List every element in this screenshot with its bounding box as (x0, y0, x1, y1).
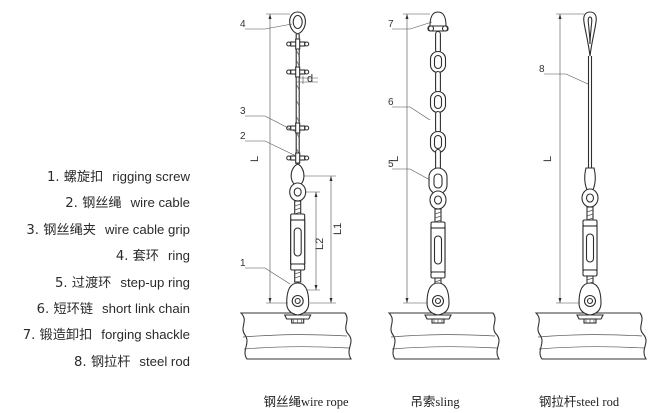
legend-zh: 过渡环 (71, 275, 112, 291)
legend-num: 2. (65, 196, 78, 212)
legend-zh: 螺旋扣 (63, 170, 104, 185)
callout-3: 3 (240, 106, 246, 117)
legend-en: wire cable (130, 195, 190, 211)
legend-item-steel-rod: 8. 钢拉杆 steel rod (0, 349, 190, 375)
legend-item-rigging-screw: 1. 螺旋扣 rigging screw (0, 164, 190, 190)
legend-num: 8. (74, 354, 87, 370)
legend-item-wire-cable: 2. 钢丝绳 wire cable (0, 190, 190, 216)
legend-num: 7. (22, 328, 36, 344)
legend-en: steel rod (139, 353, 190, 369)
figure-wire-rope: d L L1 L2 4 3 2 1 钢丝绳wire rope (240, 11, 352, 409)
bottom-shackle (424, 282, 452, 324)
dim-L: L (249, 156, 261, 162)
legend-num: 4. (115, 249, 129, 265)
legend-en: ring (168, 248, 190, 264)
rigging-screw (289, 182, 307, 283)
callout-8: 8 (539, 64, 545, 75)
legend-en: short link chain (102, 300, 190, 316)
figure-steel-rod: L 8 钢拉杆steel rod (535, 11, 647, 409)
legend: 1. 螺旋扣 rigging screw 2. 钢丝绳 wire cable 3. … (0, 164, 190, 375)
legend-en: step-up ring (120, 274, 190, 290)
legend-en: rigging screw (112, 169, 190, 184)
legend-en: wire cable grip (104, 221, 190, 237)
cable-grip (286, 152, 310, 164)
legend-item-wire-cable-grip: 3. 钢丝绳夹 wire cable grip (0, 217, 190, 243)
chain-link (429, 90, 447, 114)
legend-num: 6. (36, 301, 50, 317)
dim-L2: L2 (314, 238, 326, 250)
legend-zh: 钢拉杆 (90, 354, 131, 370)
legend-item-step-up-ring: 5. 过渡环 step-up ring (0, 270, 190, 296)
chain-link (435, 148, 441, 172)
legend-item-forging-shackle: 7. 锻造卸扣 forging shackle (0, 322, 190, 348)
caption-wire-rope: 钢丝绳wire rope (263, 395, 348, 409)
steel-rod-eye (583, 11, 597, 57)
chain-link (435, 30, 441, 54)
dim-L1: L1 (332, 223, 344, 235)
dim-L: L (389, 156, 401, 162)
legend-en: forging shackle (101, 327, 190, 343)
legend-num: 5. (55, 275, 68, 291)
caption-sling: 吊索sling (410, 395, 460, 409)
cable-grip (286, 122, 310, 134)
bottom-shackle (576, 282, 604, 324)
figure-sling: L 7 6 5 吊索sling (388, 11, 500, 409)
dim-L: L (542, 156, 554, 162)
legend-zh: 锻造卸扣 (39, 328, 93, 344)
legend-item-short-link-chain: 6. 短环链 short link chain (0, 296, 190, 322)
callout-6: 6 (388, 97, 394, 108)
dim-d: d (307, 73, 313, 85)
legend-item-ring: 4. 套环 ring (0, 243, 190, 269)
legend-zh: 套环 (132, 249, 159, 265)
rigging-screw (429, 190, 447, 291)
caption-steel-rod: 钢拉杆steel rod (539, 394, 620, 409)
bottom-shackle (284, 282, 312, 324)
legend-zh: 钢丝绳夹 (43, 222, 96, 238)
chain-link (435, 110, 441, 134)
legend-zh: 钢丝绳 (82, 196, 122, 212)
callout-4: 4 (240, 19, 246, 30)
legend-zh: 短环链 (53, 301, 94, 317)
chain-link (429, 50, 447, 74)
cable-grip (286, 38, 310, 50)
steel-rod (587, 56, 593, 168)
callout-7: 7 (388, 19, 394, 30)
rigging-screw (581, 188, 599, 289)
chain-link (435, 70, 441, 94)
callout-5: 5 (388, 159, 394, 170)
callout-1: 1 (240, 258, 246, 269)
legend-num: 3. (26, 222, 40, 238)
callout-2: 2 (240, 131, 246, 142)
step-up-ring (428, 167, 448, 195)
legend-num: 1. (46, 170, 60, 185)
forging-shackle-top (429, 11, 447, 27)
cable-grip (286, 66, 310, 78)
